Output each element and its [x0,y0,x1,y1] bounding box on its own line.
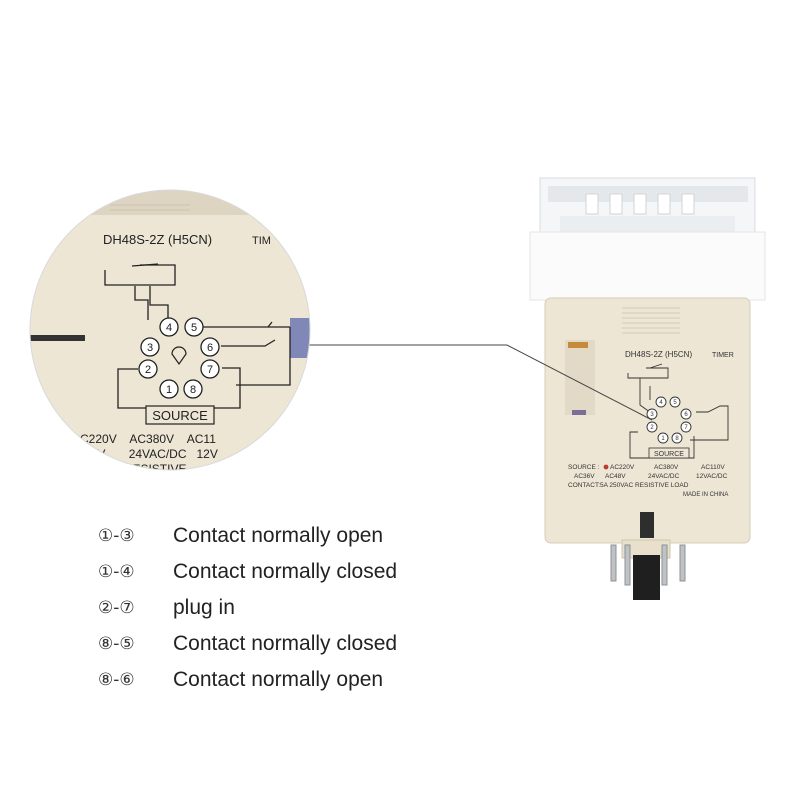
svg-text:4: 4 [166,322,172,334]
terminal-numbers-zoom: 4 5 3 6 2 7 1 8 [145,322,213,396]
svg-text:8: 8 [190,384,196,396]
legend-row: ①-④ Contact normally closed [98,554,518,590]
svg-text:1: 1 [661,436,665,442]
model-label: DH48S-2Z (H5CN) [103,232,212,247]
legend-code: ②-⑦ [98,598,135,618]
legend-code: ⑧-⑥ [98,670,135,690]
source-label-zoom: SOURCE [152,408,208,423]
pins [610,544,686,586]
svg-text:3: 3 [650,412,654,418]
svg-text:AC48V: AC48V [605,473,626,480]
contact-rating-small: CONTACT:5A 250VAC RESISTIVE LOAD [568,482,689,489]
terminal-circles-zoom [138,317,220,399]
legend-desc: Contact normally open [173,524,384,547]
svg-text:AC110V: AC110V [701,464,725,471]
source-prefix-small: SOURCE : [568,464,600,471]
legend-desc: Contact normally closed [173,560,398,583]
svg-text:7: 7 [684,425,688,431]
svg-text:2: 2 [650,425,654,431]
terminal-numbers-small: 4 5 3 6 2 7 1 8 [650,400,688,442]
bezel [529,231,766,301]
svg-text:AC380V: AC380V [654,464,679,471]
zoom-circle-edge [29,189,311,471]
terminal-legend: ①-③ Contact normally open ①-④ Contact no… [98,518,518,698]
housing [544,297,751,544]
svg-text:5: 5 [673,400,677,406]
svg-text:8: 8 [675,436,679,442]
svg-text:3: 3 [147,342,153,354]
legend-row: ①-③ Contact normally open [98,518,518,554]
svg-text:6: 6 [207,342,213,354]
zoom-voltage-row1: AC220V AC380V AC11 [72,432,216,446]
svg-text:12VAC/DC: 12VAC/DC [696,473,728,480]
terminal-circles-small [646,396,692,444]
svg-text:AC220V: AC220V [610,464,635,471]
legend-row: ⑧-⑤ Contact normally closed [98,626,518,662]
legend-code: ①-④ [98,562,135,582]
center-post [633,555,660,600]
legend-desc: Contact normally closed [173,632,398,655]
origin-label: MADE IN CHINA [683,492,728,498]
key-indicator [171,346,187,366]
model-label-small: DH48S-2Z (H5CN) [625,350,692,359]
legend-code: ⑧-⑤ [98,634,135,654]
zoom-rating-row: 0VAC RESISTIVE [90,462,186,476]
svg-text:2: 2 [145,364,151,376]
selected-voltage-dot [603,464,609,470]
svg-text:6: 6 [684,412,688,418]
legend-desc: plug in [173,596,235,619]
svg-text:24VAC/DC: 24VAC/DC [648,473,680,480]
legend-row: ⑧-⑥ Contact normally open [98,662,518,698]
svg-text:4: 4 [659,400,663,406]
svg-text:AC36V: AC36V [574,473,595,480]
timer-label-small: TIMER [712,352,734,359]
source-box-small [648,447,690,459]
svg-text:1: 1 [166,384,172,396]
svg-text:5: 5 [191,322,197,334]
legend-desc: Contact normally open [173,668,384,691]
source-label-small: SOURCE [654,451,684,458]
svg-text:7: 7 [207,364,213,376]
zoom-voltage-row2: 48V 24VAC/DC 12V [84,447,218,461]
legend-code: ①-③ [98,526,135,546]
timer-relay: DH48S-2Z (H5CN) TIMER 4 5 3 6 2 7 1 8 [529,177,766,600]
base-key [640,512,654,538]
zoom-magnifier: DH48S-2Z (H5CN) TIM 4 5 3 6 2 7 1 [30,190,310,476]
legend-row: ②-⑦ plug in [98,590,518,626]
source-box-zoom [145,405,215,425]
timer-label-partial: TIM [252,235,271,247]
